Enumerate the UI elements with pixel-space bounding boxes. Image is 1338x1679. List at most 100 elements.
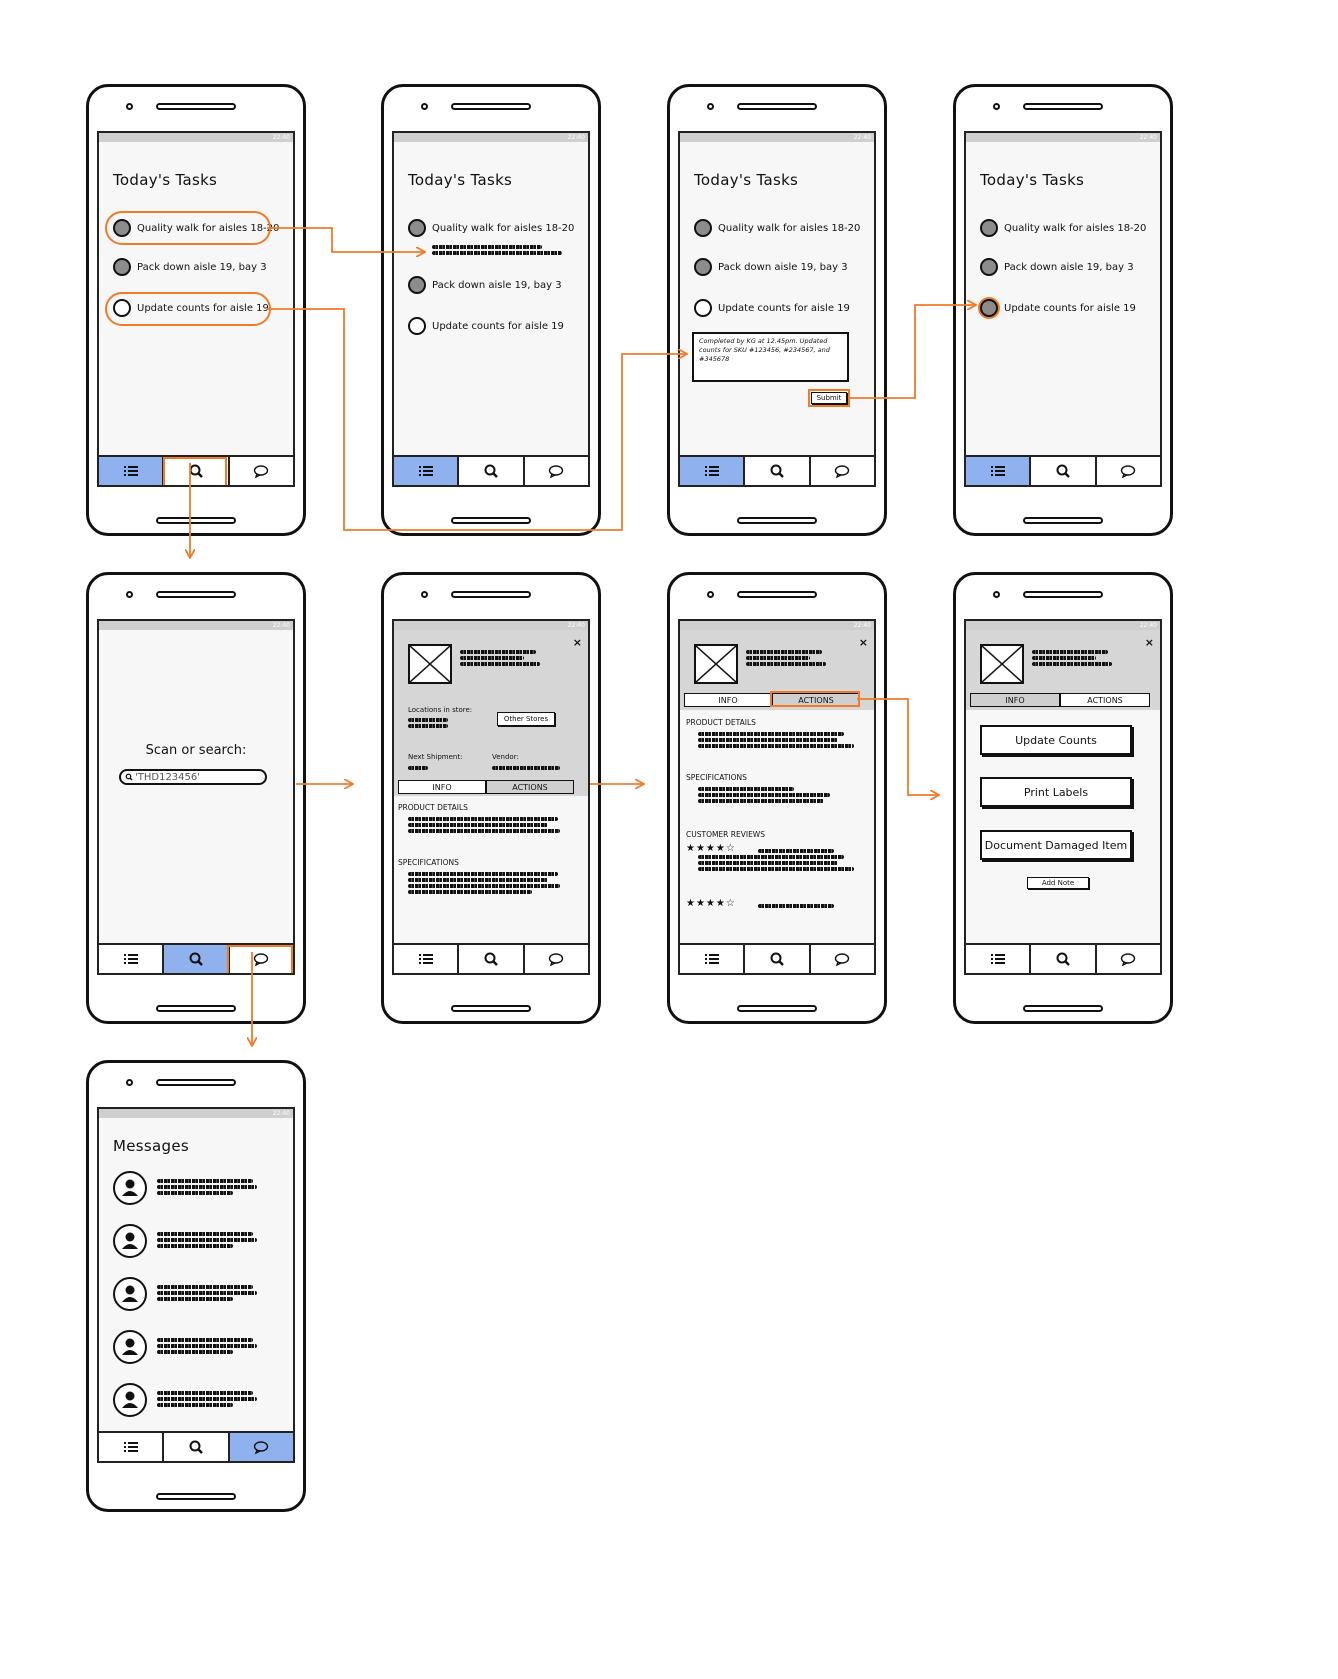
task-radio[interactable] [408, 276, 426, 294]
message-preview[interactable] [157, 1336, 257, 1356]
home-button[interactable] [737, 517, 817, 524]
speaker [156, 1079, 236, 1086]
task-item[interactable]: Update counts for aisle 19 [694, 299, 850, 317]
task-item[interactable]: Pack down aisle 19, bay 3 [113, 258, 267, 276]
task-radio[interactable] [980, 299, 998, 317]
task-item[interactable]: Update counts for aisle 19 [408, 317, 564, 335]
tab-search[interactable] [745, 457, 811, 485]
tab-search[interactable] [164, 1433, 230, 1461]
status-bar: 22:40 [394, 621, 588, 630]
home-button[interactable] [1023, 517, 1103, 524]
home-button[interactable] [156, 1493, 236, 1500]
close-icon[interactable]: × [1144, 636, 1154, 649]
task-radio[interactable] [980, 219, 998, 237]
tab-tasks[interactable] [680, 457, 746, 485]
review-text [758, 902, 834, 910]
screen: 22:40 Scan or search: 'THD123456' [97, 619, 295, 975]
flow-arrow [267, 227, 424, 252]
close-icon[interactable]: × [572, 636, 582, 649]
task-radio[interactable] [980, 258, 998, 276]
tab-messages[interactable] [1097, 457, 1160, 485]
task-radio[interactable] [408, 317, 426, 335]
message-preview[interactable] [157, 1177, 257, 1197]
chat-icon [1121, 465, 1136, 479]
list-icon [704, 954, 719, 964]
tab-messages[interactable] [230, 945, 293, 973]
flow-arrow [267, 308, 686, 531]
home-button[interactable] [1023, 1005, 1103, 1012]
status-bar: 22:40 [99, 133, 293, 142]
home-button[interactable] [451, 517, 531, 524]
tab-info[interactable]: INFO [684, 693, 772, 707]
task-radio[interactable] [694, 258, 712, 276]
tab-tasks[interactable] [99, 457, 165, 485]
status-bar: 22:40 [966, 133, 1160, 142]
task-item[interactable]: Quality walk for aisles 18-20 [408, 219, 574, 237]
message-preview[interactable] [157, 1230, 257, 1250]
avatar[interactable] [113, 1383, 147, 1417]
list-icon [123, 1442, 138, 1452]
tab-info[interactable]: INFO [398, 780, 486, 794]
screen: 22:40 Today's Tasks Quality walk for ais… [392, 131, 590, 487]
task-radio[interactable] [113, 258, 131, 276]
tab-info[interactable]: INFO [970, 693, 1060, 707]
task-radio[interactable] [694, 299, 712, 317]
task-item[interactable]: Pack down aisle 19, bay 3 [408, 276, 562, 294]
search-input[interactable]: 'THD123456' [119, 769, 267, 785]
tab-actions[interactable]: ACTIONS [486, 780, 574, 794]
tab-search[interactable] [459, 457, 525, 485]
close-icon[interactable]: × [858, 636, 868, 649]
tab-tasks[interactable] [680, 945, 746, 973]
avatar[interactable] [113, 1330, 147, 1364]
message-preview[interactable] [157, 1389, 257, 1409]
message-preview[interactable] [157, 1283, 257, 1303]
other-stores-button[interactable]: Other Stores [497, 712, 555, 726]
tab-messages[interactable] [525, 457, 588, 485]
task-item[interactable]: Pack down aisle 19, bay 3 [980, 258, 1134, 276]
user-icon [122, 1338, 138, 1355]
document-damaged-item-button[interactable]: Document Damaged Item [980, 830, 1132, 860]
camera [126, 1079, 133, 1086]
product-image [980, 644, 1024, 684]
task-item[interactable]: Quality walk for aisles 18-20 [694, 219, 860, 237]
task-radio[interactable] [408, 219, 426, 237]
tab-tasks[interactable] [99, 945, 165, 973]
tab-messages[interactable] [525, 945, 588, 973]
tab-search[interactable] [1031, 457, 1097, 485]
add-note-button[interactable]: Add Note [1027, 877, 1089, 889]
tab-actions[interactable]: ACTIONS [1060, 693, 1150, 707]
tab-tasks[interactable] [99, 1433, 165, 1461]
tab-search[interactable] [459, 945, 525, 973]
home-button[interactable] [451, 1005, 531, 1012]
tab-tasks[interactable] [394, 945, 460, 973]
page-title: Today's Tasks [113, 171, 218, 189]
submit-button[interactable]: Submit [811, 392, 847, 404]
task-item[interactable]: Quality walk for aisles 18-20 [980, 219, 1146, 237]
tab-tasks[interactable] [394, 457, 460, 485]
tab-messages[interactable] [1097, 945, 1160, 973]
completion-note-field[interactable]: Completed by KG at 12.45pm. Updated coun… [692, 332, 849, 382]
home-button[interactable] [737, 1005, 817, 1012]
update-counts-button[interactable]: Update Counts [980, 725, 1132, 755]
tab-messages[interactable] [230, 457, 293, 485]
search-icon [770, 464, 784, 478]
avatar[interactable] [113, 1224, 147, 1258]
avatar[interactable] [113, 1277, 147, 1311]
tab-tasks[interactable] [966, 945, 1032, 973]
task-item[interactable]: Pack down aisle 19, bay 3 [694, 258, 848, 276]
home-button[interactable] [156, 1005, 236, 1012]
task-radio[interactable] [694, 219, 712, 237]
status-bar: 22:40 [680, 621, 874, 630]
print-labels-button[interactable]: Print Labels [980, 777, 1132, 807]
task-item[interactable]: Update counts for aisle 19 [980, 299, 1136, 317]
avatar[interactable] [113, 1171, 147, 1205]
camera [707, 103, 714, 110]
tab-search[interactable] [745, 945, 811, 973]
tab-messages[interactable] [811, 457, 874, 485]
home-button[interactable] [156, 517, 236, 524]
status-bar: 22:40 [99, 621, 293, 630]
tab-messages[interactable] [229, 1433, 293, 1461]
tab-search[interactable] [1031, 945, 1097, 973]
tab-messages[interactable] [811, 945, 874, 973]
tab-tasks[interactable] [966, 457, 1032, 485]
